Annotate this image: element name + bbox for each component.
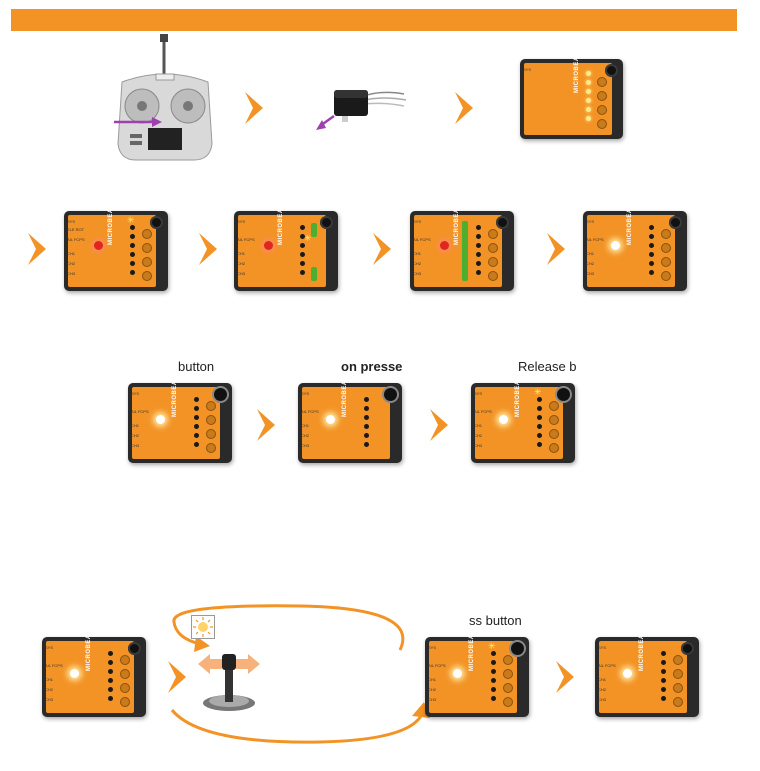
step-label: button bbox=[178, 359, 215, 374]
device-button bbox=[150, 216, 163, 229]
device-button bbox=[557, 388, 570, 401]
device-button bbox=[320, 216, 333, 229]
right-arrow-icon bbox=[245, 92, 263, 124]
microbeast-device: SYS MICROBEAST bbox=[520, 48, 623, 139]
header-bar bbox=[11, 9, 737, 31]
right-arrow-icon bbox=[547, 233, 565, 265]
device-button bbox=[214, 388, 227, 401]
right-arrow-icon bbox=[168, 661, 186, 693]
satellite-receiver-icon bbox=[316, 90, 407, 130]
device-button bbox=[669, 216, 682, 229]
device-button bbox=[605, 64, 618, 77]
device-button bbox=[128, 642, 141, 655]
right-arrow-icon bbox=[199, 233, 217, 265]
step-label: Release b bbox=[518, 359, 577, 374]
right-arrow-icon bbox=[556, 661, 574, 693]
right-arrow-icon bbox=[28, 233, 46, 265]
device-button bbox=[384, 388, 397, 401]
rc-transmitter-icon bbox=[114, 34, 213, 161]
led-flash-icon bbox=[191, 615, 215, 639]
right-arrow-icon bbox=[430, 409, 448, 441]
right-arrow-icon bbox=[455, 92, 473, 124]
step-label: ss button bbox=[469, 613, 522, 628]
right-arrow-icon bbox=[257, 409, 275, 441]
device-button bbox=[511, 642, 524, 655]
device-button bbox=[681, 642, 694, 655]
right-arrow-icon bbox=[373, 233, 391, 265]
step-label: on presse bbox=[341, 359, 403, 374]
control-stick-icon bbox=[198, 654, 260, 711]
device-button bbox=[496, 216, 509, 229]
